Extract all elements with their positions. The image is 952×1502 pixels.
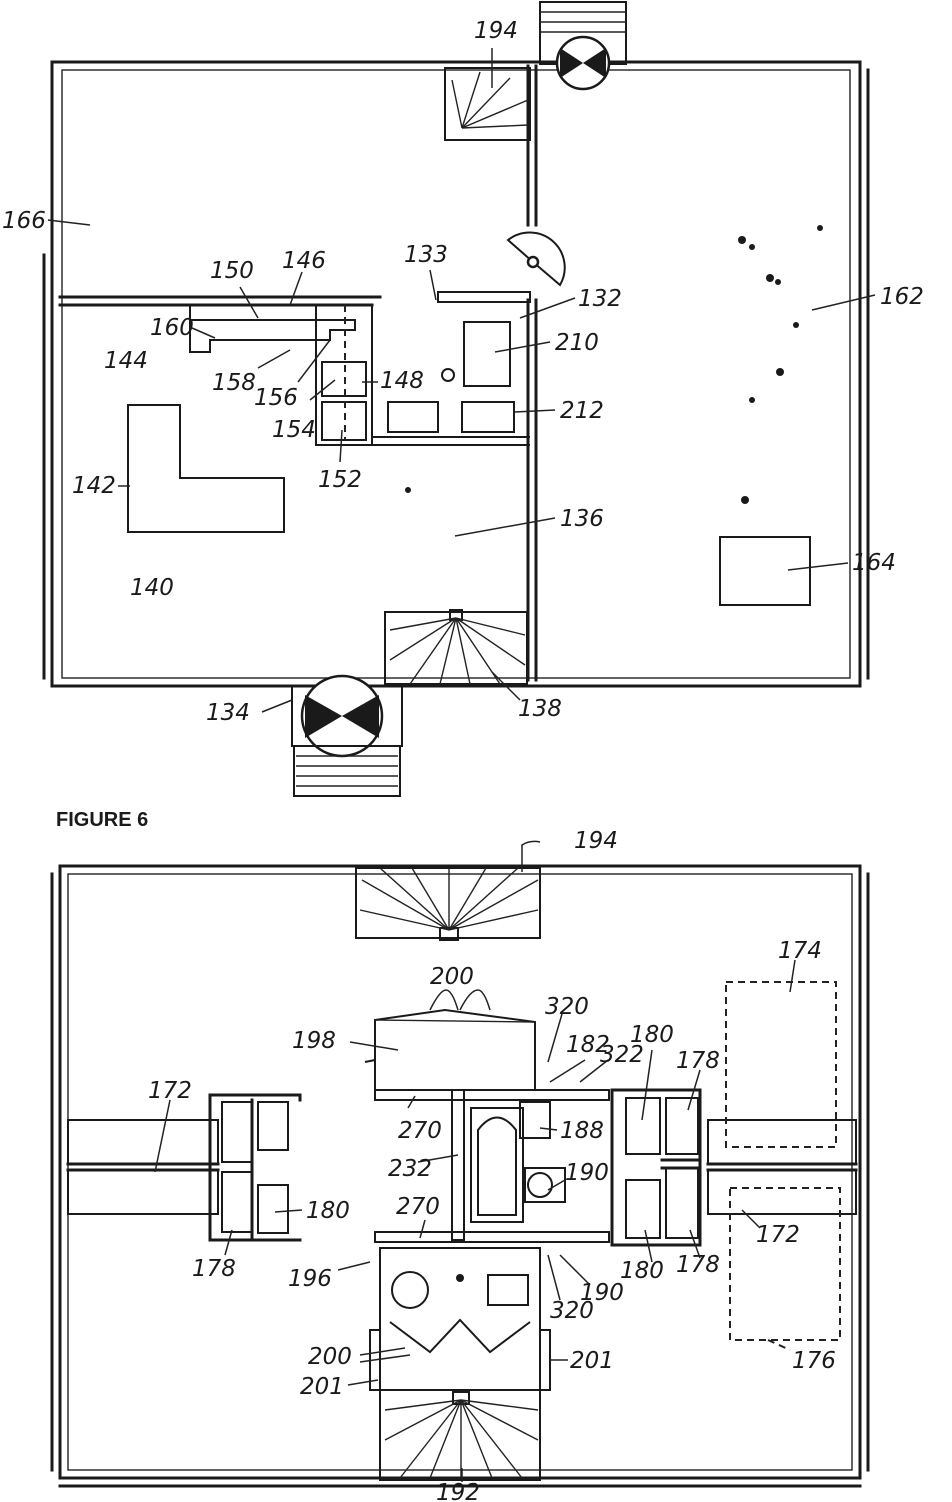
label-194-lower: 194 [574,828,618,854]
upper-exterior-walls [42,60,870,688]
label-132: 132 [578,286,622,312]
upper-stair-bottom [384,609,528,685]
upper-stair-top [444,67,531,141]
label-166: 166 [2,208,46,234]
label-212: 212 [560,398,604,424]
label-178-right-top: 178 [676,1048,720,1074]
label-164: 164 [852,550,896,576]
label-192: 192 [436,1480,480,1502]
label-188: 188 [560,1118,604,1144]
label-152: 152 [318,467,362,493]
l-shaped-desk [127,404,285,533]
label-198: 198 [292,1028,336,1054]
label-174: 174 [778,938,822,964]
label-150: 150 [210,258,254,284]
label-180-right-bottom: 180 [620,1258,664,1284]
label-134: 134 [206,700,250,726]
upper-floor-plan: 194 166 146 150 133 132 162 160 144 158 … [2,1,924,797]
right-wing-units [610,1088,858,1247]
label-210: 210 [555,330,599,356]
lower-floor-plan: 194 174 200 320 198 182 322 180 178 172 … [50,828,870,1502]
lower-reference-numerals: 194 174 200 320 198 182 322 180 178 172 … [148,828,836,1502]
left-wing-units [66,1093,302,1242]
label-178-left: 178 [192,1256,236,1282]
label-194-upper: 194 [474,18,518,44]
label-200-upper: 200 [430,964,474,990]
upper-top-entry [539,1,627,91]
label-176: 176 [792,1348,836,1374]
label-270-lower: 270 [396,1194,440,1220]
upper-bottom-entry [291,674,403,797]
label-190-lower: 190 [580,1280,624,1306]
label-136: 136 [560,506,604,532]
dashed-area-176 [729,1187,841,1341]
lower-exterior-walls [50,864,870,1488]
label-182: 182 [566,1032,610,1058]
label-196: 196 [288,1266,332,1292]
label-160: 160 [150,315,194,341]
lower-leader-lines [154,840,796,1482]
lower-stair-bottom [379,1389,541,1481]
label-144: 144 [104,348,148,374]
label-322: 322 [600,1042,644,1068]
label-148: 148 [380,368,424,394]
label-142: 142 [72,473,116,499]
figure-caption: FIGURE 6 [56,809,148,831]
label-320-lower: 320 [550,1298,594,1324]
label-180-left: 180 [306,1198,350,1224]
label-180-right-top: 180 [630,1022,674,1048]
label-172-right: 172 [756,1222,800,1248]
upper-leader-lines [47,48,876,713]
kitchen-counters [189,291,531,446]
label-158: 158 [212,370,256,396]
label-138: 138 [518,696,562,722]
lower-stair-top [355,867,541,941]
label-178-right-bottom: 178 [676,1252,720,1278]
label-201-right: 201 [570,1348,614,1374]
label-133: 133 [404,242,448,268]
appliance-box [719,536,811,606]
upper-reference-numerals: 194 166 146 150 133 132 162 160 144 158 … [2,18,924,726]
label-172-left: 172 [148,1078,192,1104]
label-140: 140 [130,575,174,601]
scan-specks [405,225,823,504]
label-190-upper: 190 [565,1160,609,1186]
label-162: 162 [880,284,924,310]
label-320-upper: 320 [545,994,589,1020]
label-200-lower: 200 [308,1344,352,1370]
label-201-left: 201 [300,1374,344,1400]
label-232: 232 [388,1156,432,1182]
dashed-area-174 [725,981,837,1148]
interior-door-swing [506,231,566,287]
label-154: 154 [272,417,316,443]
label-270-upper: 270 [398,1118,442,1144]
label-146: 146 [282,248,326,274]
label-156: 156 [254,385,298,411]
